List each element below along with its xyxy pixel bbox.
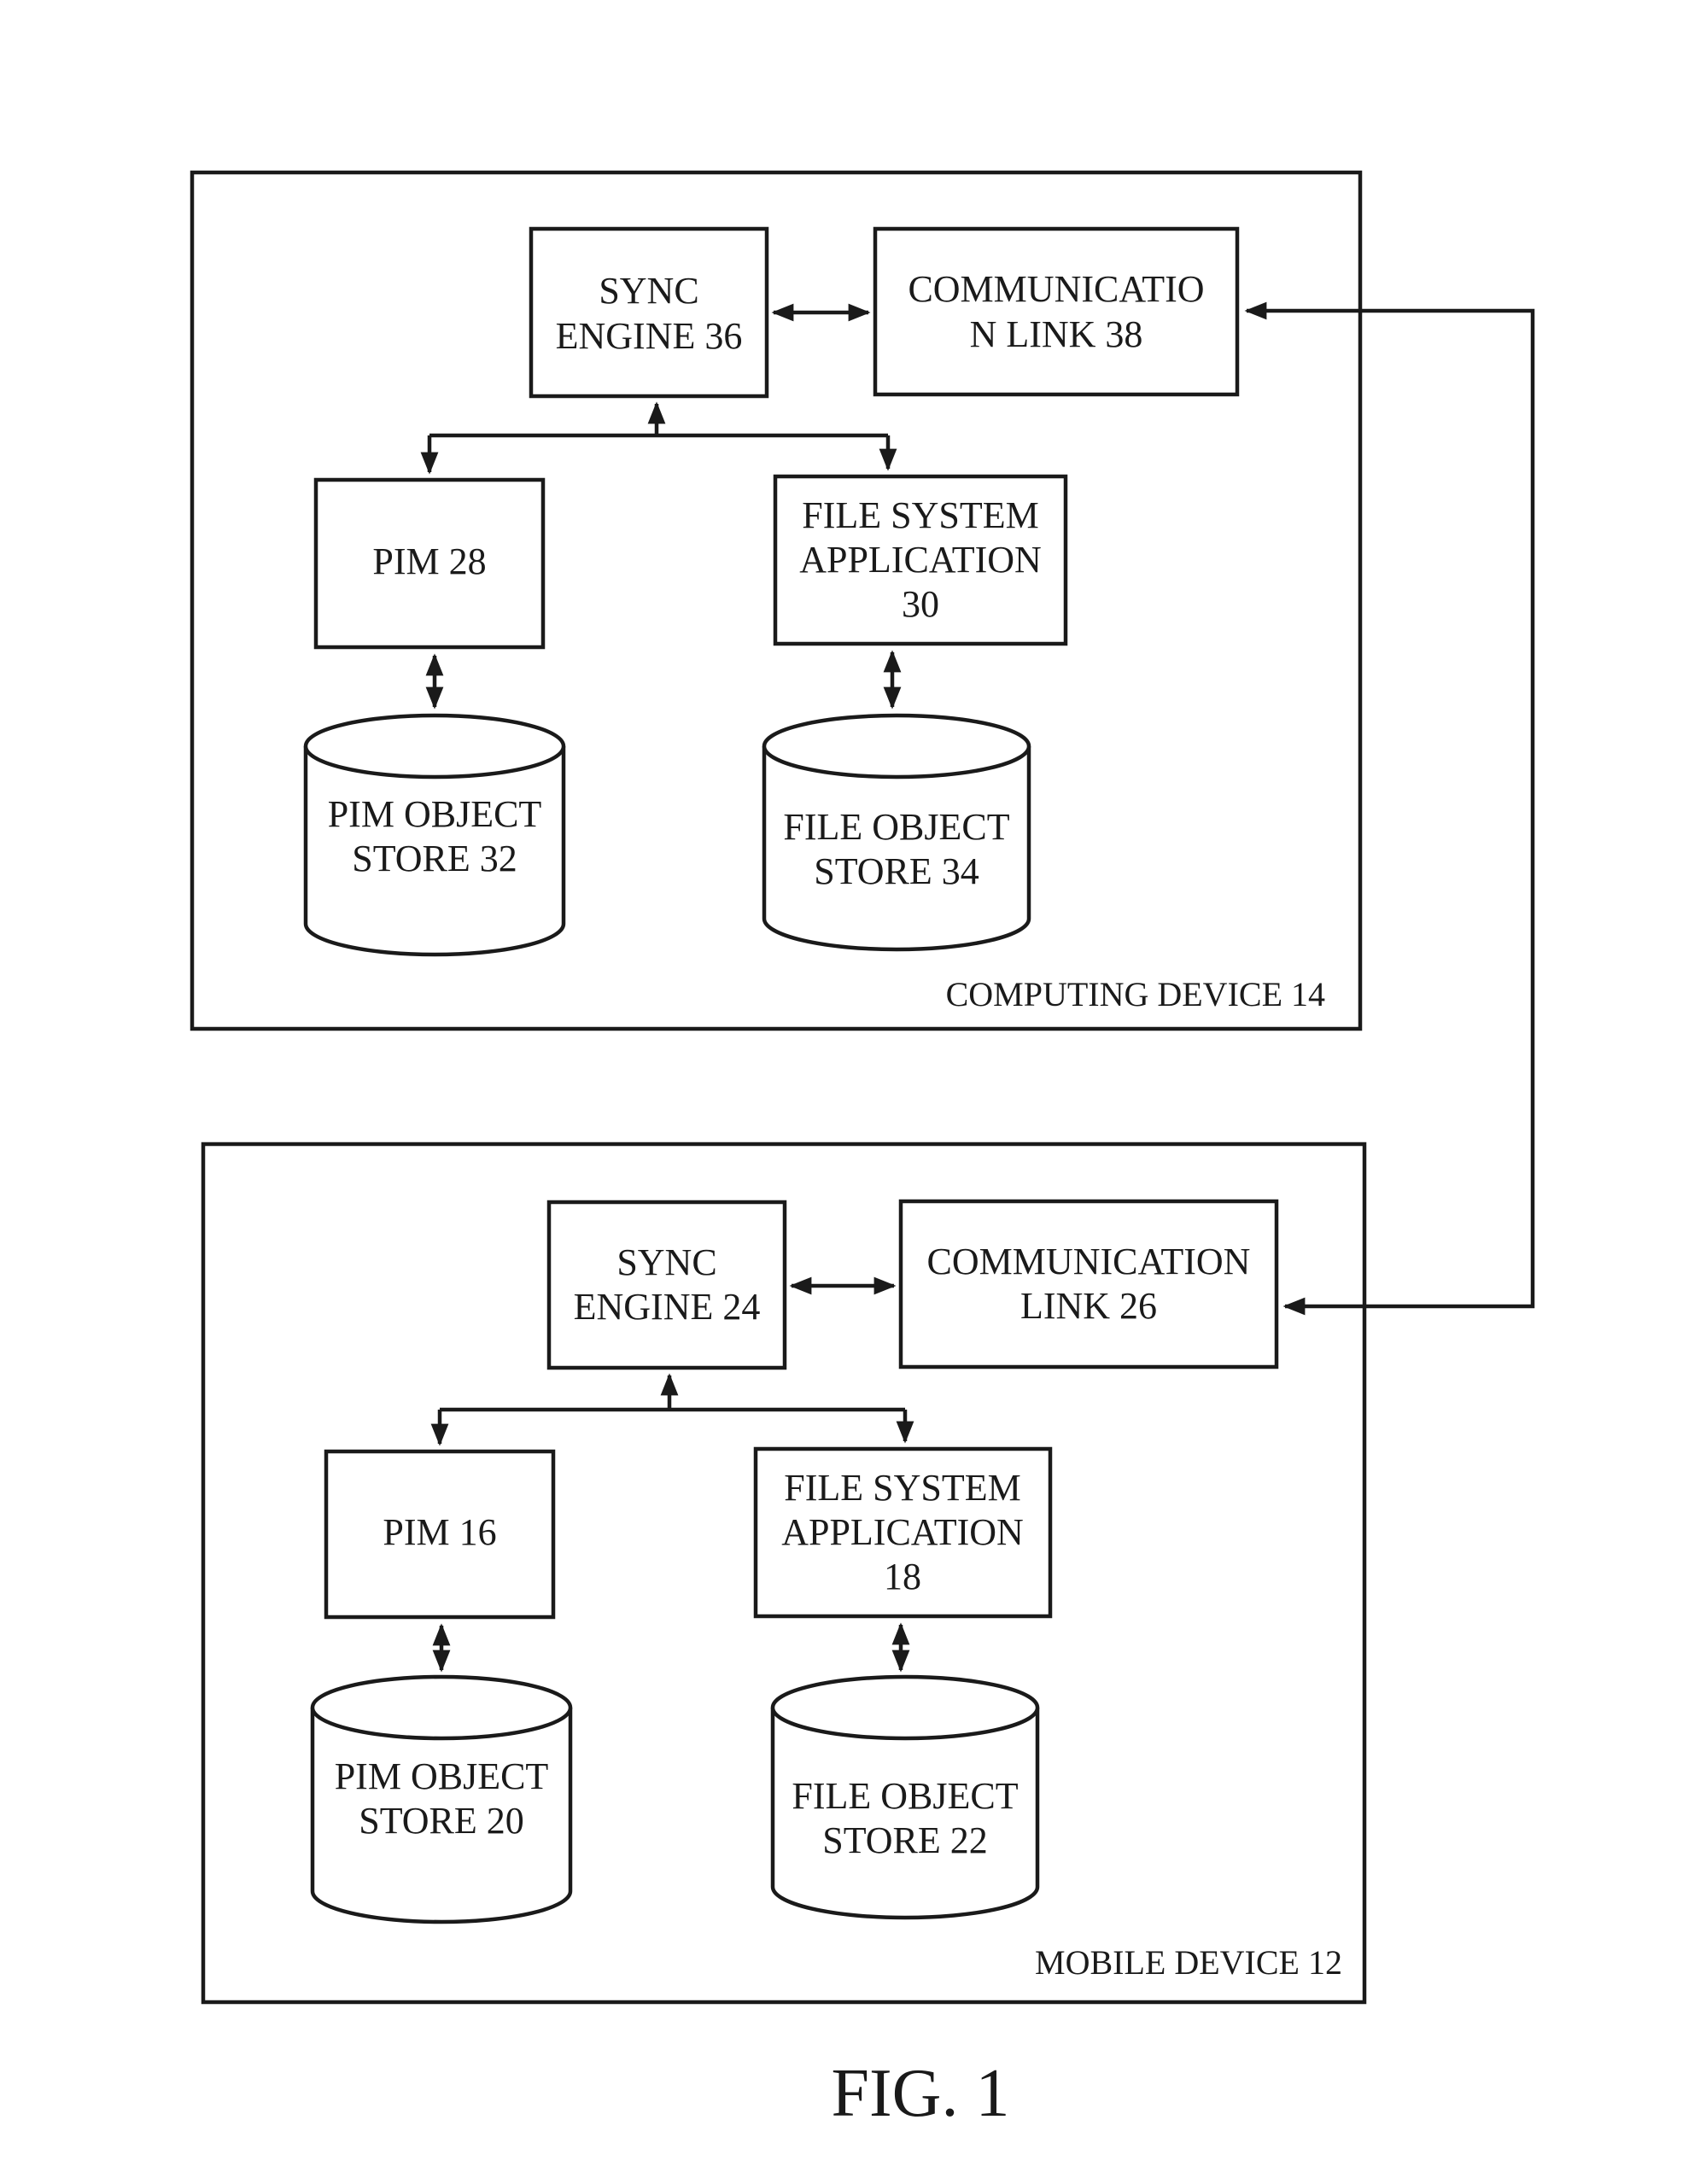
computing-device-14-label: COMPUTING DEVICE 14 [946, 975, 1325, 1013]
communication-link-26-box [901, 1201, 1277, 1367]
mobile-device-12-label: MOBILE DEVICE 12 [1035, 1943, 1342, 1982]
file-system-application-18-label-2: APPLICATION [781, 1511, 1024, 1553]
communication-link-38-label-1: COMMUNICATIO [908, 268, 1204, 310]
pim-object-store-20-label-2: STORE 20 [359, 1800, 524, 1842]
sync-engine-36-box [531, 229, 767, 396]
file-object-store-22-label-1: FILE OBJECT [792, 1775, 1018, 1817]
communication-link-38-label-2: N LINK 38 [970, 313, 1143, 355]
pim-16-label: PIM 16 [383, 1511, 496, 1553]
file-system-application-18-label-1: FILE SYSTEM [784, 1467, 1020, 1509]
sync-engine-36-label-1: SYNC [599, 270, 698, 312]
communication-link-26-label-1: COMMUNICATION [927, 1241, 1251, 1282]
sync-engine-24-label-2: ENGINE 24 [574, 1286, 761, 1328]
commlink38-commlink26-connector [1247, 311, 1533, 1306]
pim-object-store-32-cylinder [306, 715, 564, 955]
file-system-application-18-label-3: 18 [884, 1556, 921, 1597]
pim-object-store-32-label-2: STORE 32 [352, 838, 517, 879]
file-object-store-34-label-1: FILE OBJECT [783, 806, 1009, 848]
communication-link-38-box [875, 229, 1237, 394]
sync-engine-24-box [549, 1202, 785, 1368]
file-object-store-22-label-2: STORE 22 [822, 1819, 988, 1861]
pim-object-store-32-label-1: PIM OBJECT [328, 793, 542, 835]
figure-label: FIG. 1 [832, 2056, 1010, 2131]
communication-link-26-label-2: LINK 26 [1020, 1285, 1157, 1327]
pim-object-store-20-label-1: PIM OBJECT [335, 1755, 549, 1797]
file-system-application-30-label-3: 30 [902, 583, 939, 625]
mobile-device-group: SYNC ENGINE 24 COMMUNICATION LINK 26 PIM… [203, 1144, 1364, 2002]
pim-28-label: PIM 28 [372, 540, 486, 582]
computing-device-group: SYNC ENGINE 36 COMMUNICATIO N LINK 38 PI… [192, 172, 1360, 1029]
file-system-application-30-label-2: APPLICATION [799, 539, 1042, 581]
file-system-application-30-label-1: FILE SYSTEM [802, 494, 1038, 536]
file-object-store-34-label-2: STORE 34 [814, 850, 979, 892]
sync-engine-24-label-1: SYNC [616, 1241, 716, 1283]
sync-engine-36-label-2: ENGINE 36 [556, 315, 743, 357]
